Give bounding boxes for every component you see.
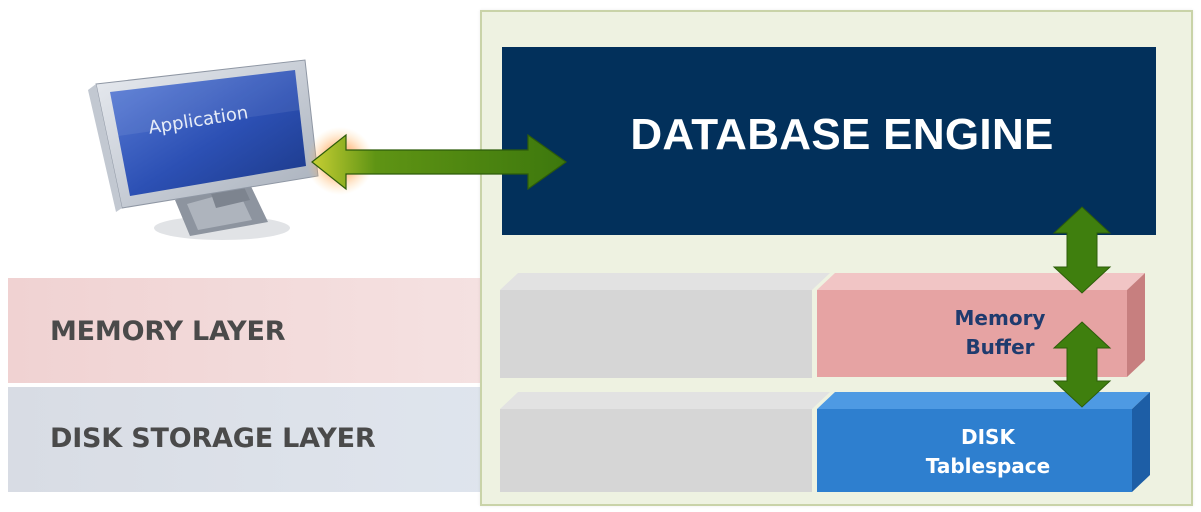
double-arrow-icon	[311, 133, 568, 191]
disk-tablespace-label-line2: Tablespace	[925, 454, 1051, 478]
double-arrow-icon	[1052, 321, 1112, 408]
memory-buffer-label-line1: Memory	[954, 306, 1046, 330]
double-arrow-icon	[1052, 206, 1112, 294]
disk-tablespace-label-line1: DISK	[961, 425, 1015, 449]
computer-monitor-icon	[88, 59, 319, 240]
memory-buffer-label-line2: Buffer	[965, 335, 1035, 359]
disk-layer-label: DISK STORAGE LAYER	[50, 423, 376, 454]
disk-placeholder-block	[500, 392, 830, 492]
memory-layer-label: MEMORY LAYER	[50, 316, 286, 347]
disk-tablespace-label: DISK Tablespace	[888, 423, 1088, 481]
memory-buffer-label: Memory Buffer	[900, 304, 1100, 362]
disk-tablespace-block	[817, 392, 1150, 492]
memory-layer-band	[8, 278, 508, 383]
database-engine-title: DATABASE ENGINE	[630, 110, 1054, 159]
database-engine-box	[502, 47, 1156, 235]
disk-layer-band	[8, 387, 508, 492]
memory-placeholder-block	[500, 273, 830, 378]
